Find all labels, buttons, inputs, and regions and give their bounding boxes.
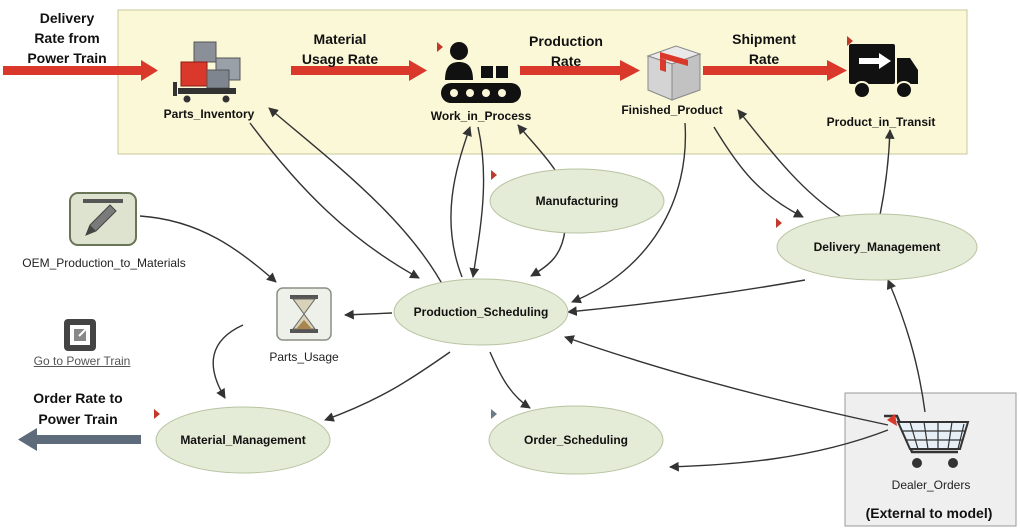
worker-conveyor-icon[interactable] [441,42,521,103]
connector-delivery-management-to-finished-product [737,109,841,217]
connector-finished-product-to-production-scheduling [571,122,687,304]
external-to-model-caption: (External to model) [865,505,993,521]
material-management-label: Material_Management [180,433,306,447]
parts-usage-label: Parts_Usage [269,350,339,364]
package-box-icon[interactable] [646,45,702,101]
external-region [844,392,1017,527]
connectors [139,107,926,472]
material-usage-rate-flow-arrow[interactable] [291,60,427,81]
parts-inventory-label: Parts_Inventory [163,107,255,121]
connector-work-in-process-to-production-scheduling [469,126,485,278]
production-scheduling-label: Production_Scheduling [413,305,549,319]
order-scheduling-marker [491,409,497,419]
production-rate-label: Production Rate [529,33,603,69]
delivery-management-marker [776,218,782,228]
work-in-process-marker [437,42,443,52]
connector-finished-product-to-delivery-management [713,126,804,218]
delivery-rate-flow-arrow[interactable] [3,60,158,81]
connector-dealer-orders-to-production-scheduling [564,335,889,426]
delivery-management-label: Delivery_Management [813,240,941,254]
oem-production-to-materials-label: OEM_Production_to_Materials [22,256,186,270]
production-rate-flow-arrow[interactable] [520,60,640,81]
model-region [117,9,968,155]
go-to-power-train-link[interactable]: Go to Power Train [33,354,131,368]
order-rate-to-power-train-label: Order Rate to Power Train [33,390,123,427]
pencil-edit-icon[interactable] [69,192,137,246]
flow-arrows [3,60,847,81]
connector-production-scheduling-to-material-management [324,351,451,422]
connector-manufacturing-to-production-scheduling [530,229,566,277]
material-usage-rate-label: Material Usage Rate [301,31,379,67]
dealer-orders-label: Dealer_Orders [891,478,971,492]
delivery-rate-from-power-train-label: Delivery Rate from Power Train [27,10,107,66]
material-management-module[interactable] [155,406,331,474]
delivery-management-module[interactable] [776,213,978,281]
window-link-icon[interactable] [64,319,96,351]
work-in-process-label: Work_in_Process [430,109,532,123]
modules [155,168,978,475]
order-scheduling-module[interactable] [488,405,664,475]
order-rate-output-arrow[interactable] [18,428,141,451]
product-in-transit-label: Product_in_Transit [826,115,936,129]
connector-production-scheduling-to-parts-inventory [268,107,448,294]
connector-parts-usage-to-material-management [212,324,244,399]
manufacturing-module[interactable] [489,168,665,234]
manufacturing-label: Manufacturing [535,194,619,208]
connector-dealer-orders-to-order-scheduling [669,429,889,472]
shipment-rate-label: Shipment Rate [732,31,796,67]
manufacturing-marker [491,170,497,180]
connector-manufacturing-to-work-in-process [517,124,556,171]
connector-delivery-management-to-product-in-transit [879,129,895,216]
shipment-rate-flow-arrow[interactable] [703,60,847,81]
delivery-truck-icon[interactable] [849,44,918,99]
connector-oem-production-to-parts-usage [139,215,277,283]
connector-dealer-orders-to-delivery-management [886,279,926,413]
finished-product-label: Finished_Product [621,103,723,117]
connector-delivery-management-to-production-scheduling [567,279,806,317]
production-scheduling-module[interactable] [393,278,569,346]
module-markers [154,36,853,419]
order-scheduling-label: Order_Scheduling [523,433,629,447]
product-in-transit-marker [847,36,853,46]
hourglass-icon[interactable] [276,287,332,341]
connector-production-scheduling-to-parts-usage [344,309,393,320]
connector-production-scheduling-to-order-scheduling [489,351,531,409]
connector-production-scheduling-to-work-in-process [450,126,472,278]
material-management-marker [154,409,160,419]
shopping-cart-icon[interactable] [884,414,970,468]
boxes-on-cart-icon[interactable] [173,41,241,103]
connector-parts-inventory-to-production-scheduling [249,122,420,279]
